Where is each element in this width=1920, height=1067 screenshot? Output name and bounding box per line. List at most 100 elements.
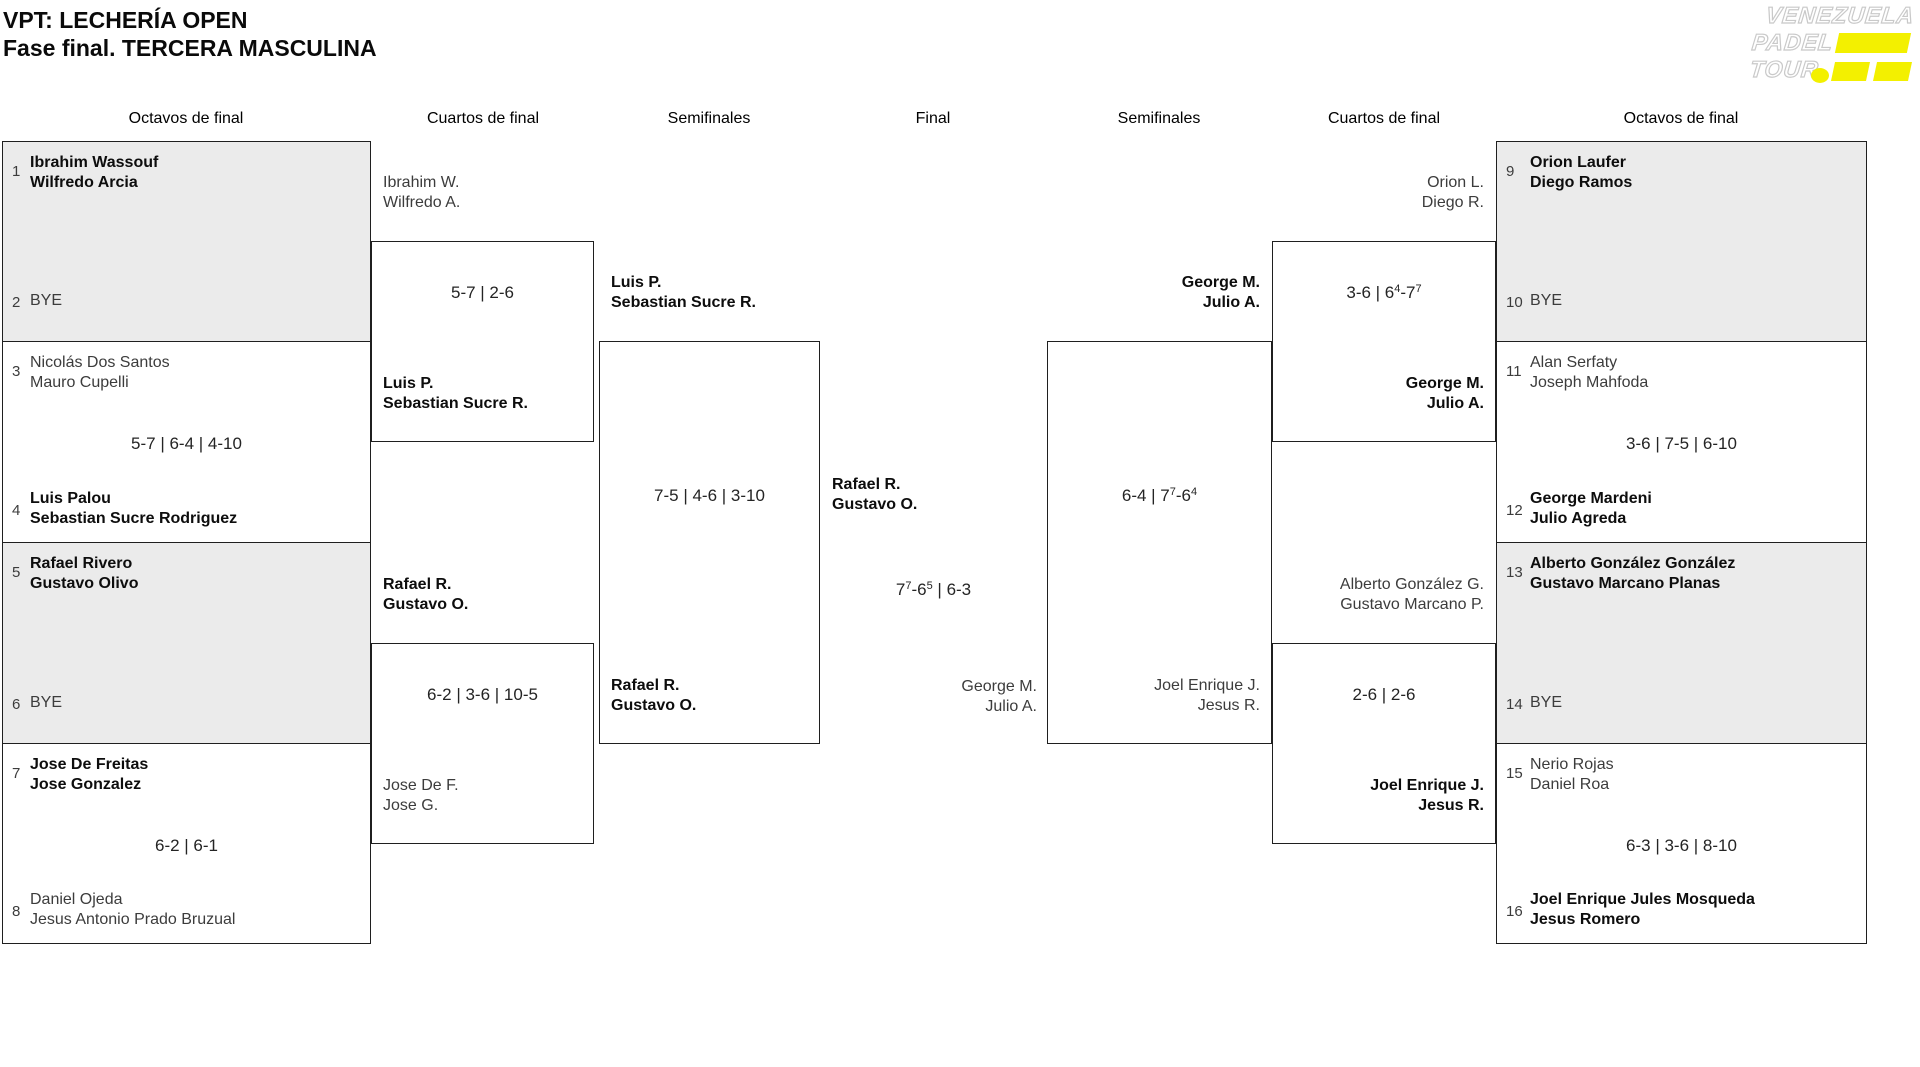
round-header-octavos-right: Octavos de final	[1623, 110, 1739, 127]
match-box-r16-2: 3 Nicolás Dos Santos Mauro Cupelli 5-7 |…	[2, 341, 371, 543]
seed-number: 7	[12, 765, 21, 782]
player-name: Joel Enrique J.	[1370, 777, 1484, 794]
player-name: Jesus Antonio Prado Bruzual	[30, 911, 236, 928]
team-name: George M. Julio A.	[820, 677, 1037, 717]
player-name: Alberto González G.	[1339, 576, 1484, 593]
match-score: 6-3 | 3-6 | 8-10	[1626, 836, 1737, 855]
seed-number: 3	[12, 363, 21, 380]
round-header-octavos-left: Octavos de final	[128, 110, 244, 127]
team-name: George Mardeni Julio Agreda	[1530, 489, 1652, 529]
match-box-r16-6: 11 Alan Serfaty Joseph Mahfoda 3-6 | 7-5…	[1496, 341, 1867, 543]
match-box-r16-5: 9 Orion Laufer Diego Ramos 10 BYE	[1496, 141, 1867, 342]
seed-number: 5	[12, 564, 21, 581]
player-name: Diego R.	[1421, 194, 1484, 211]
player-name: Orion Laufer	[1530, 154, 1627, 171]
seed-number: 2	[12, 294, 21, 311]
round-header-semifinales-right: Semifinales	[1117, 110, 1201, 127]
team-name: Luis Palou Sebastian Sucre Rodriguez	[30, 489, 237, 529]
team-name: Ibrahim Wassouf Wilfredo Arcia	[30, 153, 158, 193]
player-name: Wilfredo Arcia	[30, 174, 138, 191]
team-name: Luis P. Sebastian Sucre R.	[383, 374, 528, 414]
round-header-cuartos-right: Cuartos de final	[1327, 110, 1441, 127]
match-box-r16-7: 13 Alberto González González Gustavo Mar…	[1496, 542, 1867, 744]
player-name: BYE	[30, 292, 63, 309]
logo-text-tour: TOUR	[1748, 55, 1821, 82]
player-name: George Mardeni	[1530, 490, 1652, 507]
player-name: Joseph Mahfoda	[1530, 374, 1649, 391]
match-score: 77-65 | 6-3	[895, 580, 972, 599]
match-box-r16-8: 15 Nerio Rojas Daniel Roa 6-3 | 3-6 | 8-…	[1496, 743, 1867, 944]
phase-category: Fase final. TERCERA MASCULINA	[3, 35, 377, 61]
player-name: Luis P.	[383, 375, 434, 392]
venezuela-padel-tour-logo: VENEZUELA PADEL TOUR	[1748, 1, 1920, 94]
logo-text-venezuela: VENEZUELA	[1764, 1, 1916, 28]
page-title: VPT: LECHERÍA OPEN Fase final. TERCERA M…	[3, 6, 377, 62]
player-name: Rafael Rivero	[30, 555, 133, 572]
tournament-name: VPT: LECHERÍA OPEN	[3, 7, 248, 33]
player-name: Daniel Roa	[1530, 776, 1610, 793]
round-header-semifinales-left: Semifinales	[667, 110, 751, 127]
team-name: Luis P. Sebastian Sucre R.	[611, 273, 756, 313]
match-box-sf-right	[1047, 341, 1272, 744]
seed-number: 1	[12, 163, 21, 180]
match-score: 6-4 | 77-64	[1121, 486, 1198, 505]
player-name: Jesus R.	[1197, 697, 1260, 714]
match-score: 7-5 | 4-6 | 3-10	[654, 486, 765, 505]
player-name: Rafael R.	[383, 576, 452, 593]
seed-number: 4	[12, 502, 21, 519]
match-box-qf-right-1	[1272, 241, 1496, 442]
player-name: Luis Palou	[30, 490, 111, 507]
team-name: Alan Serfaty Joseph Mahfoda	[1530, 353, 1648, 393]
match-box-r16-4: 7 Jose De Freitas Jose Gonzalez 6-2 | 6-…	[2, 743, 371, 944]
seed-number: 16	[1506, 903, 1523, 920]
player-name: Sebastian Sucre R.	[611, 294, 756, 311]
player-name: Gustavo Marcano Planas	[1530, 575, 1721, 592]
seed-number: 11	[1506, 363, 1522, 380]
player-name: Jose G.	[383, 797, 439, 814]
team-name: BYE	[30, 291, 62, 311]
seed-number: 13	[1506, 564, 1523, 581]
team-name: Orion L. Diego R.	[1272, 173, 1484, 213]
team-name: Joel Enrique J. Jesus R.	[1272, 776, 1484, 816]
logo-bar-top-icon	[1834, 33, 1912, 53]
team-name: Joel Enrique J. Jesus R.	[1047, 676, 1260, 716]
player-name: Julio A.	[1426, 395, 1484, 412]
player-name: Joel Enrique Jules Mosqueda	[1530, 891, 1755, 908]
player-name: Gustavo O.	[832, 496, 918, 513]
team-name: Rafael Rivero Gustavo Olivo	[30, 554, 138, 594]
match-box-qf-right-2	[1272, 643, 1496, 844]
player-name: Jesus Romero	[1530, 911, 1641, 928]
player-name: Jose De F.	[383, 777, 459, 794]
seed-number: 8	[12, 903, 21, 920]
team-name: Joel Enrique Jules Mosqueda Jesus Romero	[1530, 890, 1755, 930]
match-box-r16-1: 1 Ibrahim Wassouf Wilfredo Arcia 2 BYE	[2, 141, 371, 342]
match-box-r16-3: 5 Rafael Rivero Gustavo Olivo 6 BYE	[2, 542, 371, 744]
team-name: Alberto González González Gustavo Marcan…	[1530, 554, 1735, 594]
player-name: Jose De Freitas	[30, 756, 149, 773]
match-score: 3-6 | 64-77	[1346, 283, 1422, 302]
player-name: Daniel Ojeda	[30, 891, 123, 908]
player-name: Julio Agreda	[1530, 510, 1627, 527]
player-name: Rafael R.	[611, 677, 680, 694]
logo-bar-bottom-left-icon	[1830, 62, 1871, 81]
player-name: Alberto González González	[1530, 555, 1736, 572]
player-name: Sebastian Sucre R.	[383, 395, 528, 412]
logo-dot-icon	[1811, 68, 1829, 83]
player-name: Ibrahim W.	[383, 174, 460, 191]
player-name: Julio A.	[985, 698, 1037, 715]
team-name: Ibrahim W. Wilfredo A.	[383, 173, 460, 213]
match-score: 5-7 | 2-6	[450, 283, 514, 302]
seed-number: 10	[1506, 294, 1523, 311]
player-name: Mauro Cupelli	[30, 374, 129, 391]
team-name: Jose De F. Jose G.	[383, 776, 459, 816]
player-name: Jesus R.	[1418, 797, 1484, 814]
player-name: Nerio Rojas	[1530, 756, 1614, 773]
team-name: Nicolás Dos Santos Mauro Cupelli	[30, 353, 170, 393]
player-name: Gustavo O.	[383, 596, 469, 613]
seed-number: 6	[12, 696, 21, 713]
player-name: Ibrahim Wassouf	[30, 154, 159, 171]
player-name: Jose Gonzalez	[30, 776, 142, 793]
team-name: Orion Laufer Diego Ramos	[1530, 153, 1632, 193]
team-name: BYE	[1530, 693, 1562, 713]
